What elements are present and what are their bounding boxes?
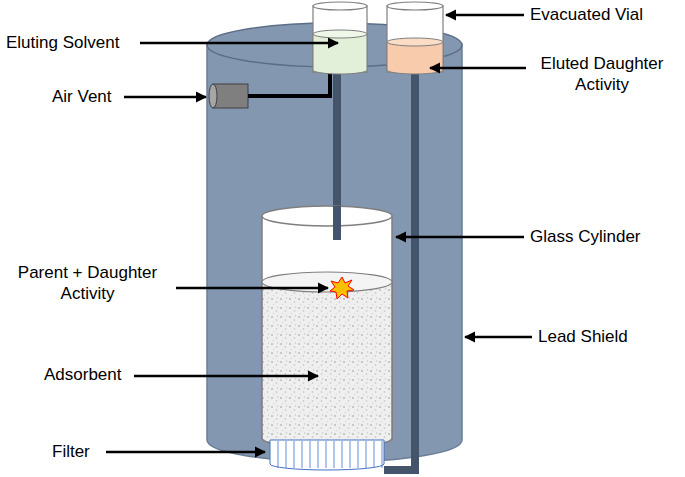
part-label: Eluted Daughter Activity	[532, 53, 672, 95]
glass-cylinder	[262, 216, 392, 448]
leader-arrow	[176, 287, 328, 290]
solvent-tube	[333, 70, 341, 240]
filter-strand	[366, 441, 367, 468]
eluate-surface	[387, 38, 443, 46]
filter-strand	[334, 441, 335, 468]
filter-strand	[382, 441, 383, 468]
solvent-vial-top	[313, 2, 367, 10]
adsorbent	[262, 282, 392, 448]
evacuated-vial-top	[387, 2, 443, 10]
lead-shield	[207, 45, 462, 462]
filter-strand	[326, 441, 327, 468]
solvent-tube-inner	[333, 206, 341, 240]
part-label: Adsorbent	[44, 364, 132, 385]
part-label: Glass Cylinder	[530, 226, 680, 247]
leader-arrow	[106, 451, 265, 454]
filter-strand	[318, 441, 319, 468]
filter	[270, 440, 384, 470]
part-label: Lead Shield	[538, 326, 678, 347]
leader-arrow	[430, 67, 526, 70]
part-label: Evacuated Vial	[530, 4, 680, 25]
air-vent-end	[209, 84, 217, 108]
leader-arrow	[465, 336, 532, 339]
filter-strand	[302, 441, 303, 468]
solvent-surface	[313, 30, 367, 38]
eluting-solvent	[313, 34, 367, 74]
air-vent	[213, 84, 248, 108]
filter-strand	[310, 441, 311, 468]
leader-arrows	[106, 15, 532, 452]
glass-cylinder-top	[262, 206, 392, 226]
filter-strand	[278, 441, 279, 468]
leader-arrow	[134, 375, 318, 378]
filter-strand	[374, 441, 375, 468]
filter-strand	[342, 441, 343, 468]
filter-strand	[294, 441, 295, 468]
filter-strand	[358, 441, 359, 468]
leader-arrow	[446, 14, 524, 17]
filter-strand	[286, 441, 287, 468]
activity-star	[330, 277, 354, 299]
leader-arrow	[124, 96, 206, 99]
part-label: Parent + Daughter Activity	[5, 262, 170, 304]
filter-mesh	[278, 441, 382, 468]
part-label: Eluting Solvent	[6, 32, 138, 53]
part-label: Air Vent	[52, 86, 122, 107]
leader-arrow	[140, 42, 338, 45]
part-label: Filter	[52, 441, 104, 462]
leader-arrow	[396, 236, 524, 239]
filter-strand	[350, 441, 351, 468]
